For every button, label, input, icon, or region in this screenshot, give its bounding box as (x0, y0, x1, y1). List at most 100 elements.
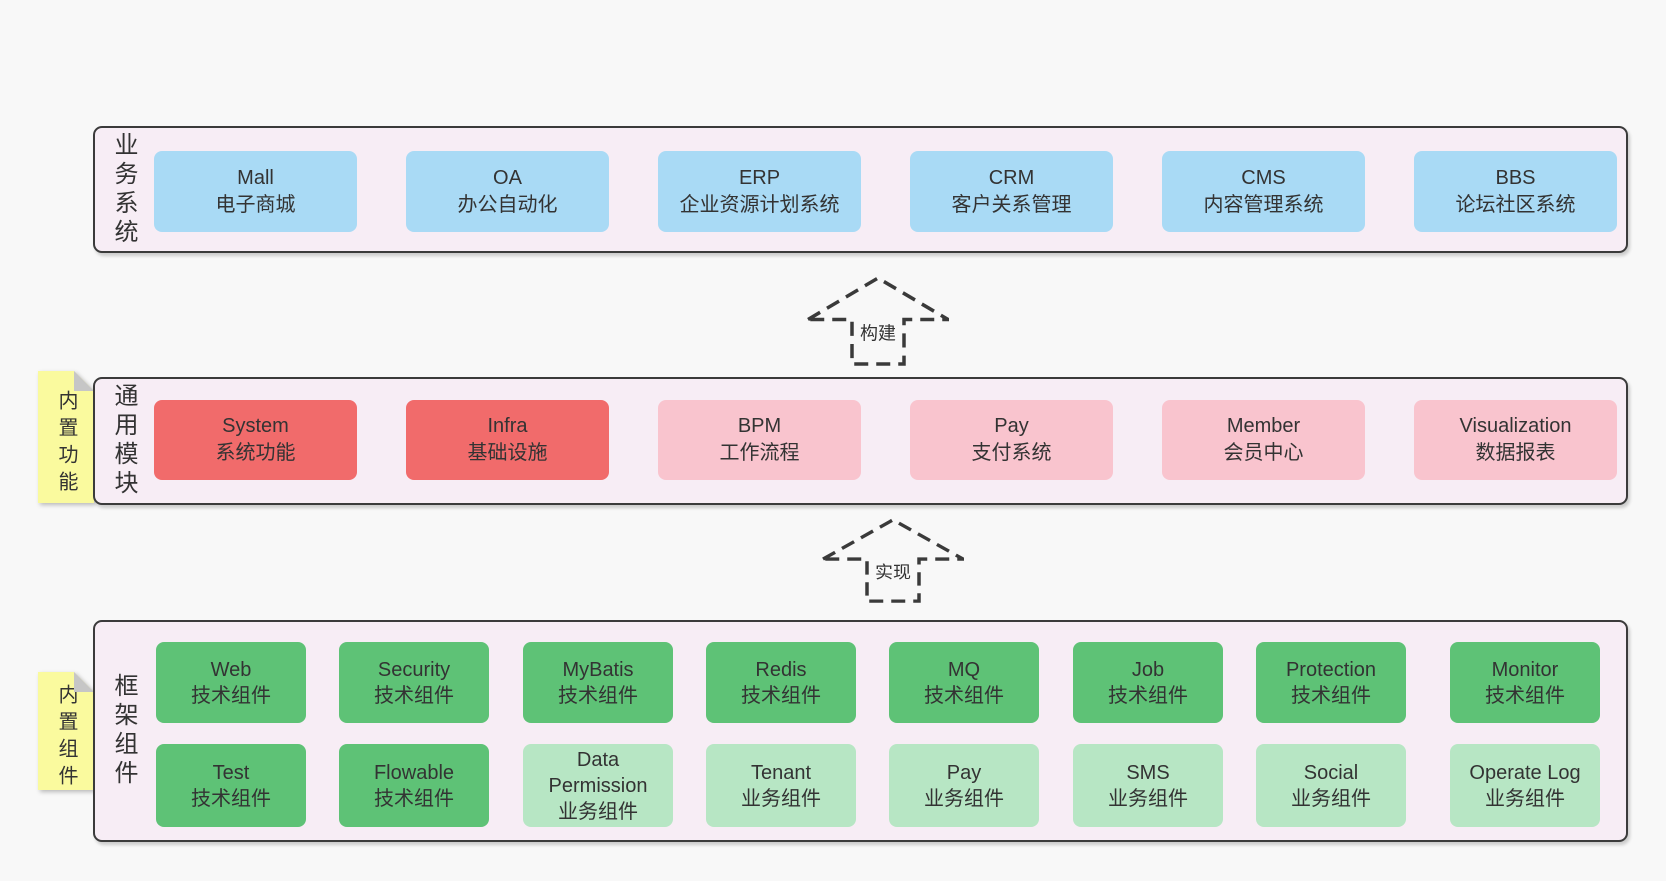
box-visualization: Visualization 数据报表 (1414, 400, 1617, 480)
sticky-built-in-components: 内置组件 (38, 672, 94, 790)
sticky-built-in-components-label: 内置组件 (55, 684, 77, 792)
box-name: Protection (1285, 658, 1377, 681)
box-desc: 系统功能 (215, 442, 296, 464)
box-desc: 技术组件 (1485, 684, 1565, 707)
box-name: Security (377, 658, 451, 681)
box-name: Monitor (1491, 658, 1559, 681)
box-name: Flowable (373, 761, 455, 784)
box-desc: 客户关系管理 (951, 193, 1072, 216)
box-name: Infra (487, 415, 528, 437)
box-name: BPM (737, 415, 782, 437)
band-framework-components-label: 框架组件 (110, 673, 137, 789)
box-name: Member (1226, 415, 1301, 437)
box-desc: 技术组件 (374, 684, 454, 707)
box-system: System 系统功能 (154, 400, 357, 480)
box-desc: 工作流程 (719, 442, 800, 464)
comp-data-permission: Data Permission 业务组件 (523, 744, 673, 827)
comp-redis: Redis 技术组件 (706, 642, 856, 723)
box-pay-system: Pay 支付系统 (910, 400, 1113, 480)
box-desc: 基础设施 (467, 442, 548, 464)
box-name: SMS (1126, 761, 1170, 784)
box-name: MQ (947, 658, 981, 681)
comp-social: Social 业务组件 (1256, 744, 1406, 827)
box-desc: 业务组件 (741, 787, 821, 810)
box-name: OA (493, 166, 522, 189)
comp-test: Test 技术组件 (156, 744, 306, 827)
box-crm: CRM 客户关系管理 (910, 151, 1113, 232)
box-desc: 电子商城 (215, 193, 296, 216)
folded-corner-icon (74, 672, 94, 692)
box-name: Pay (946, 761, 982, 784)
band-business-systems-label: 业务系统 (110, 131, 137, 248)
box-desc: 支付系统 (971, 442, 1052, 464)
comp-security: Security 技术组件 (339, 642, 489, 723)
box-bpm: BPM 工作流程 (658, 400, 861, 480)
sticky-built-in-features: 内置功能 (38, 371, 94, 503)
folded-corner-icon (74, 371, 94, 391)
band-business-systems: 业务系统 Mall 电子商城 OA 办公自动化 ERP 企业资源计划系统 CRM… (93, 126, 1628, 253)
comp-pay: Pay 业务组件 (889, 744, 1039, 827)
band-framework-components: 框架组件 Web 技术组件 Security 技术组件 MyBatis 技术组件… (93, 620, 1628, 842)
box-cms: CMS 内容管理系统 (1162, 151, 1365, 232)
box-desc: 技术组件 (374, 787, 454, 810)
box-infra: Infra 基础设施 (406, 400, 609, 480)
box-oa: OA 办公自动化 (406, 151, 609, 232)
block-arrow-up-icon (822, 517, 964, 603)
comp-job: Job 技术组件 (1073, 642, 1223, 723)
block-arrow-up-icon (807, 275, 949, 366)
comp-operate-log: Operate Log 业务组件 (1450, 744, 1600, 827)
box-name: Visualization (1459, 415, 1572, 437)
box-desc: 办公自动化 (457, 193, 558, 216)
box-erp: ERP 企业资源计划系统 (658, 151, 861, 232)
box-desc: 业务组件 (558, 800, 638, 823)
box-name: Mall (237, 166, 274, 189)
comp-mq: MQ 技术组件 (889, 642, 1039, 723)
box-desc: 内容管理系统 (1203, 193, 1324, 216)
box-desc: 会员中心 (1223, 442, 1304, 464)
comp-protection: Protection 技术组件 (1256, 642, 1406, 723)
band-common-modules: 通用模块 System 系统功能 Infra 基础设施 BPM 工作流程 Pay… (93, 377, 1628, 505)
arrow-build-label: 构建 (860, 324, 896, 344)
band-common-modules-label: 通用模块 (110, 383, 137, 499)
box-desc: 技术组件 (191, 684, 271, 707)
box-desc: 论坛社区系统 (1455, 193, 1576, 216)
box-desc: 技术组件 (1291, 684, 1371, 707)
arrow-implement-label: 实现 (875, 563, 911, 583)
arrow-build: 构建 (807, 274, 949, 367)
box-name: Web (210, 658, 252, 681)
box-desc: 数据报表 (1475, 442, 1556, 464)
box-desc: 技术组件 (1108, 684, 1188, 707)
box-desc: 技术组件 (191, 787, 271, 810)
comp-web: Web 技术组件 (156, 642, 306, 723)
box-name: Social (1303, 761, 1359, 784)
sticky-built-in-features-label: 内置功能 (55, 390, 77, 498)
comp-mybatis: MyBatis 技术组件 (523, 642, 673, 723)
box-desc: 业务组件 (1108, 787, 1188, 810)
comp-flowable: Flowable 技术组件 (339, 744, 489, 827)
box-name: Redis (755, 658, 807, 681)
box-mall: Mall 电子商城 (154, 151, 357, 232)
box-name: Job (1131, 658, 1165, 681)
box-name: CRM (988, 166, 1035, 189)
arrow-implement: 实现 (822, 516, 964, 604)
box-name: Test (212, 761, 250, 784)
box-name: MyBatis (562, 658, 634, 681)
box-name: Pay (994, 415, 1029, 437)
box-desc: 业务组件 (1291, 787, 1371, 810)
comp-monitor: Monitor 技术组件 (1450, 642, 1600, 723)
box-name: CMS (1241, 166, 1286, 189)
box-name: Operate Log (1469, 761, 1581, 784)
comp-tenant: Tenant 业务组件 (706, 744, 856, 827)
box-desc: 技术组件 (924, 684, 1004, 707)
box-desc: 技术组件 (741, 684, 821, 707)
box-desc: 技术组件 (558, 684, 638, 707)
box-name: ERP (738, 166, 781, 189)
comp-sms: SMS 业务组件 (1073, 744, 1223, 827)
box-desc: 业务组件 (924, 787, 1004, 810)
box-member: Member 会员中心 (1162, 400, 1365, 480)
box-name: System (222, 415, 289, 437)
box-desc: 企业资源计划系统 (679, 193, 840, 216)
box-name: Tenant (750, 761, 812, 784)
box-name: Data Permission (548, 748, 648, 797)
box-desc: 业务组件 (1485, 787, 1565, 810)
